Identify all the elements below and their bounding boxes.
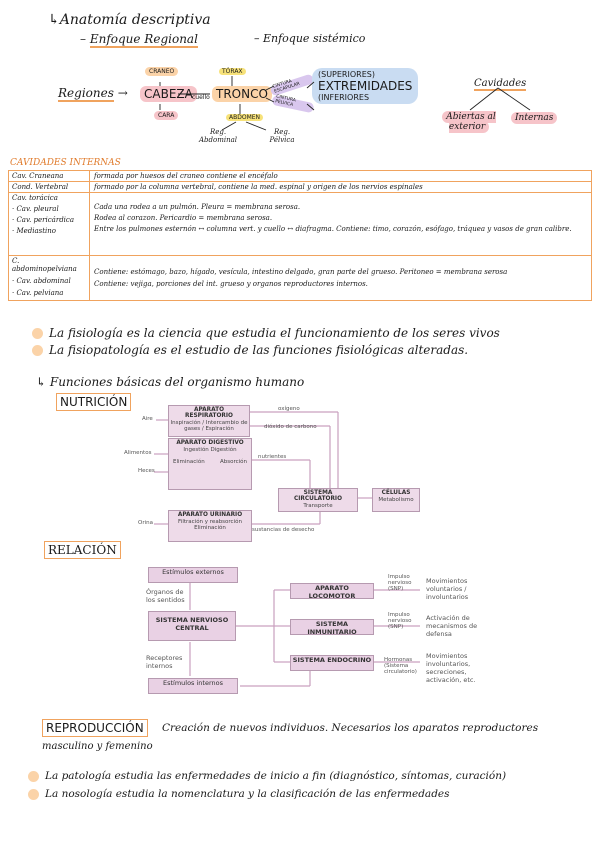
box-inmunitario: SISTEMA INMUNITARIO — [290, 619, 374, 636]
box-estimulos-externos: Estímulos externos — [148, 567, 238, 583]
abdomen-label: ABDOMEN — [226, 114, 264, 121]
dioxido-label: dióxido de carbono — [264, 424, 317, 430]
table-row: Cond. Vertebral formado por la columna v… — [9, 181, 591, 192]
box-respiratorio: APARATO RESPIRATORIO Inspiración / Inter… — [168, 405, 250, 437]
desecho-label: sustancias de desecho — [252, 527, 315, 533]
table-row: C. abdominopelviana · Cav. abdominal · C… — [9, 255, 591, 300]
torax-label: TÓRAX — [219, 68, 246, 75]
aire-label: Aire — [142, 416, 153, 422]
reproduccion-text-2: masculino y femenino — [42, 741, 153, 752]
internas-label: Internas — [511, 112, 558, 124]
oxigeno-label: oxígeno — [278, 406, 300, 412]
box-celulas: CÉLULAS Metabolismo — [372, 488, 420, 512]
cuello-label: cuello — [192, 94, 210, 101]
regions-label: Regiones → — [58, 86, 128, 102]
reproduccion-title: REPRODUCCIÓN — [42, 719, 148, 737]
bullet-dot — [28, 788, 39, 800]
out-endocrino: Movimientos involuntarios, secreciones, … — [426, 652, 476, 684]
page-title: ↳Anatomía descriptiva — [48, 12, 211, 28]
nutricion-arrows — [154, 411, 372, 525]
approach-systemic: – Enfoque sistémico — [254, 32, 366, 45]
impulso-2-label: Impulso nervioso (SNP) — [388, 612, 412, 630]
table-row: Cav. torácica · Cav. pleural · Cav. peri… — [9, 192, 591, 255]
tronco-label: TRONCO — [212, 86, 272, 102]
box-locomotor: APARATO LOCOMOTOR — [290, 583, 374, 600]
hormonas-label: Hormonas (Sistema circulatorio) — [384, 657, 417, 675]
orina-label: Orina — [138, 520, 153, 526]
def-fisiologia: La fisiología es la ciencia que estudia … — [32, 326, 500, 340]
def-fisiopatologia: La fisiopatología es el estudio de las f… — [32, 343, 468, 357]
organos-label: Órganos de los sentidos — [146, 588, 185, 604]
heces-label: Heces — [138, 468, 155, 474]
out-inmunitario: Activación de mecanismos de defensa — [426, 614, 478, 638]
box-digestivo: APARATO DIGESTIVO Ingestión Digestión El… — [168, 438, 252, 490]
nutrientes-label: nutrientes — [258, 454, 287, 460]
functions-title: ↳ Funciones básicas del organismo humano — [36, 375, 305, 389]
nutricion-title: NUTRICIÓN — [56, 393, 132, 411]
cavities-table: Cav. Craneana formada por huesos del cra… — [8, 170, 592, 301]
regions-arrows — [159, 76, 531, 131]
box-urinario: APARATO URINARIO Filtración y reabsorció… — [168, 510, 252, 542]
extremidades-group: (SUPERIORES) EXTREMIDADES (INFERIORES — [312, 68, 419, 104]
def-patologia: La patología estudia las enfermedades de… — [28, 770, 506, 782]
approach-regional: – Enfoque Regional — [80, 32, 198, 48]
relacion-title: RELACIÓN — [44, 541, 121, 559]
abiertas-label: Abiertas al exterior — [440, 111, 498, 133]
def-nosologia: La nosología estudia la nomenclatura y l… — [28, 788, 450, 800]
craneo-label: CRANEO — [145, 67, 179, 76]
cavidades-label: Cavidades — [474, 78, 527, 91]
box-endocrino: SISTEMA ENDOCRINO — [290, 655, 374, 671]
impulso-1-label: Impulso nervioso (SNP) — [388, 574, 412, 592]
box-circulatorio: SISTEMA CIRCULATORIO Transporte — [278, 488, 358, 512]
alimentos-label: Alimentos — [124, 450, 152, 456]
table-title: CAVIDADES INTERNAS — [10, 158, 121, 168]
receptores-label: Receptores internos — [146, 654, 183, 670]
bullet-dot — [32, 328, 43, 339]
box-estimulos-internos: Estímulos internos — [148, 678, 238, 694]
out-locomotor: Movimientos voluntarios / involuntarios — [426, 577, 469, 601]
reg-pelvica-label: Reg. Pélvica — [269, 128, 295, 144]
relacion-arrows — [189, 580, 420, 687]
reproduccion-text-1: Creación de nuevos individuos. Necesario… — [162, 722, 539, 734]
table-row: Cav. Craneana formada por huesos del cra… — [9, 171, 591, 181]
bullet-dot — [28, 770, 39, 782]
bullet-dot — [32, 345, 43, 356]
box-snc: SISTEMA NERVIOSO CENTRAL — [148, 611, 236, 641]
cara-label: CARA — [154, 111, 179, 120]
cabeza-label: CABEZA — [140, 86, 197, 102]
reg-abdominal-label: Reg. Abdominal — [198, 128, 238, 144]
